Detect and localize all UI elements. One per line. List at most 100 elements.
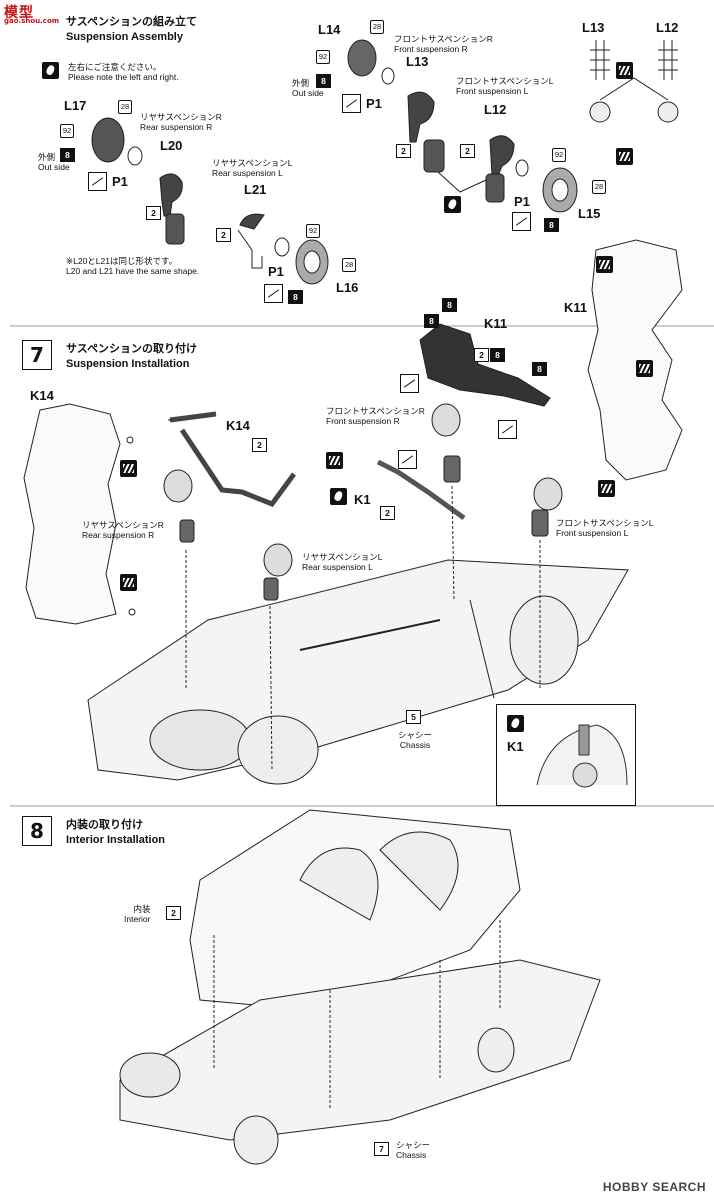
part-label-p1-d: P1 xyxy=(514,194,530,209)
part-label-p1-c: P1 xyxy=(366,96,382,111)
watermark-logo: 模型 gao.shou.com xyxy=(4,2,66,25)
left-right-note-jp: 左右にご注意ください。 xyxy=(68,62,162,72)
step7-number: 7 xyxy=(22,340,52,370)
step7-header: サスペンションの取り付け Suspension Installation xyxy=(66,340,197,370)
watermark-brand: 模型 xyxy=(4,5,34,21)
code-8-d: 8 xyxy=(544,218,559,232)
chassis-label-step8: シャシー Chassis xyxy=(396,1140,430,1160)
part-label-k14-left: K14 xyxy=(30,388,54,403)
front-suspension-l-label-step7: フロントサスペンションL Front suspension L xyxy=(556,518,653,538)
front-r-jp: フロントサスペンションR xyxy=(394,34,493,44)
code-2-k11a: 2 xyxy=(474,348,489,362)
chassis-number-step7: 5 xyxy=(406,710,421,724)
out-side-jp: 外側 xyxy=(38,152,56,162)
part-label-l13-top: L13 xyxy=(582,20,605,35)
step8-title-en: Interior Installation xyxy=(66,834,166,846)
paint-icon-k14b xyxy=(120,574,137,591)
code-8-k11d: 8 xyxy=(532,362,547,376)
front-l-en: Front suspension L xyxy=(456,86,529,96)
out-side-label: 外側 Out side xyxy=(38,152,70,172)
out-side-jp-b: 外側 xyxy=(292,78,310,88)
interior-number: 2 xyxy=(166,906,181,920)
code-2-k14: 2 xyxy=(252,438,267,452)
paint-icon-b xyxy=(616,148,633,165)
code-92: 92 xyxy=(60,124,74,138)
front-suspension-r-label: フロントサスペンションR Front suspension R xyxy=(394,34,493,54)
interior-jp: 内装 xyxy=(133,904,151,914)
same-shape-jp: ※L20とL21は同じ形状です。 xyxy=(66,256,178,266)
rear-suspension-l-label-step7: リヤサスペンションL Rear suspension L xyxy=(302,552,382,572)
rear-r-en: Rear suspension R xyxy=(140,122,213,132)
front-r-jp-7: フロントサスペンションR xyxy=(326,406,425,416)
rear-r-jp: リヤサスペンションR xyxy=(140,112,222,122)
part-label-k14: K14 xyxy=(226,418,250,433)
paint-flat-icon-b xyxy=(264,284,283,303)
part-label-l12-top: L12 xyxy=(656,20,679,35)
k1-detail-art xyxy=(536,724,628,788)
left-right-note: 左右にご注意ください。 Please note the left and rig… xyxy=(68,62,179,82)
step6-title-jp: サスペンションの組み立て xyxy=(66,16,198,28)
part-label-k1: K1 xyxy=(354,492,371,507)
paint-flat-icon-k1 xyxy=(398,450,417,469)
step7-title-jp: サスペンションの取り付け xyxy=(66,343,198,355)
paint-icon-k11r-a xyxy=(596,256,613,273)
step7-title-en: Suspension Installation xyxy=(66,358,190,370)
code-2-c: 2 xyxy=(396,144,411,158)
rear-r-jp-7: リヤサスペンションR xyxy=(82,520,164,530)
glue-icon xyxy=(444,196,461,213)
rear-l-en: Rear suspension L xyxy=(212,168,283,178)
part-label-l17: L17 xyxy=(64,98,87,113)
front-l-jp-7: フロントサスペンションL xyxy=(556,518,654,528)
code-2-b: 2 xyxy=(216,228,231,242)
glue-icon-detail xyxy=(507,715,524,732)
part-label-l16: L16 xyxy=(336,280,359,295)
code-8-k11a: 8 xyxy=(442,298,457,312)
step8-number: 8 xyxy=(22,816,52,846)
code-28-d: 28 xyxy=(592,180,606,194)
k1-detail-frame: K1 xyxy=(496,704,636,806)
rear-r-en-7: Rear suspension R xyxy=(82,530,155,540)
part-label-l20: L20 xyxy=(160,138,183,153)
chassis-label-step7: シャシー Chassis xyxy=(398,730,432,750)
paint-icon-k11r-c xyxy=(598,480,615,497)
code-8-k11b: 8 xyxy=(424,314,439,328)
interior-en: Interior xyxy=(124,914,151,924)
rear-l-en-7: Rear suspension L xyxy=(302,562,373,572)
code-28: 28 xyxy=(118,100,132,114)
rear-suspension-r-label: リヤサスペンションR Rear suspension R xyxy=(140,112,222,132)
chassis-jp-7: シャシー xyxy=(398,730,433,740)
glue-icon-k1 xyxy=(330,488,347,505)
paint-flat-icon-k11 xyxy=(400,374,419,393)
paint-flat-icon-c xyxy=(342,94,361,113)
part-label-l21: L21 xyxy=(244,182,267,197)
front-suspension-l-label: フロントサスペンションL Front suspension L xyxy=(456,76,553,96)
front-l-en-7: Front suspension L xyxy=(556,528,629,538)
rear-suspension-r-label-step7: リヤサスペンションR Rear suspension R xyxy=(82,520,164,540)
code-28-b: 28 xyxy=(342,258,356,272)
part-label-l15: L15 xyxy=(578,206,601,221)
part-label-k11: K11 xyxy=(484,316,508,331)
chassis-en-7: Chassis xyxy=(399,740,431,750)
code-92-c: 92 xyxy=(316,50,330,64)
paint-icon xyxy=(616,62,633,79)
code-2: 2 xyxy=(146,206,161,220)
rear-suspension-l-label: リヤサスペンションL Rear suspension L xyxy=(212,158,292,178)
paint-icon-k14a xyxy=(120,460,137,477)
part-label-k11-right: K11 xyxy=(564,300,588,315)
rear-l-jp-7: リヤサスペンションL xyxy=(302,552,383,562)
interior-label: 内装 Interior xyxy=(124,904,150,924)
hobby-search-logo: HOBBY SEARCH xyxy=(602,1180,706,1194)
code-8: 8 xyxy=(60,148,75,162)
out-side-label-b: 外側 Out side xyxy=(292,78,324,98)
left-right-note-en: Please note the left and right. xyxy=(68,72,179,82)
part-label-l12: L12 xyxy=(484,102,507,117)
same-shape-note: ※L20とL21は同じ形状です。 L20 and L21 have the sa… xyxy=(66,256,199,276)
code-92-b: 92 xyxy=(306,224,320,238)
paint-flat-icon-k11b xyxy=(498,420,517,439)
step8-title-jp: 内装の取り付け xyxy=(66,819,143,831)
caution-icon xyxy=(42,62,59,79)
code-8-c: 8 xyxy=(316,74,331,88)
paint-flat-icon xyxy=(88,172,107,191)
chassis-en-8: Chassis xyxy=(396,1150,427,1160)
